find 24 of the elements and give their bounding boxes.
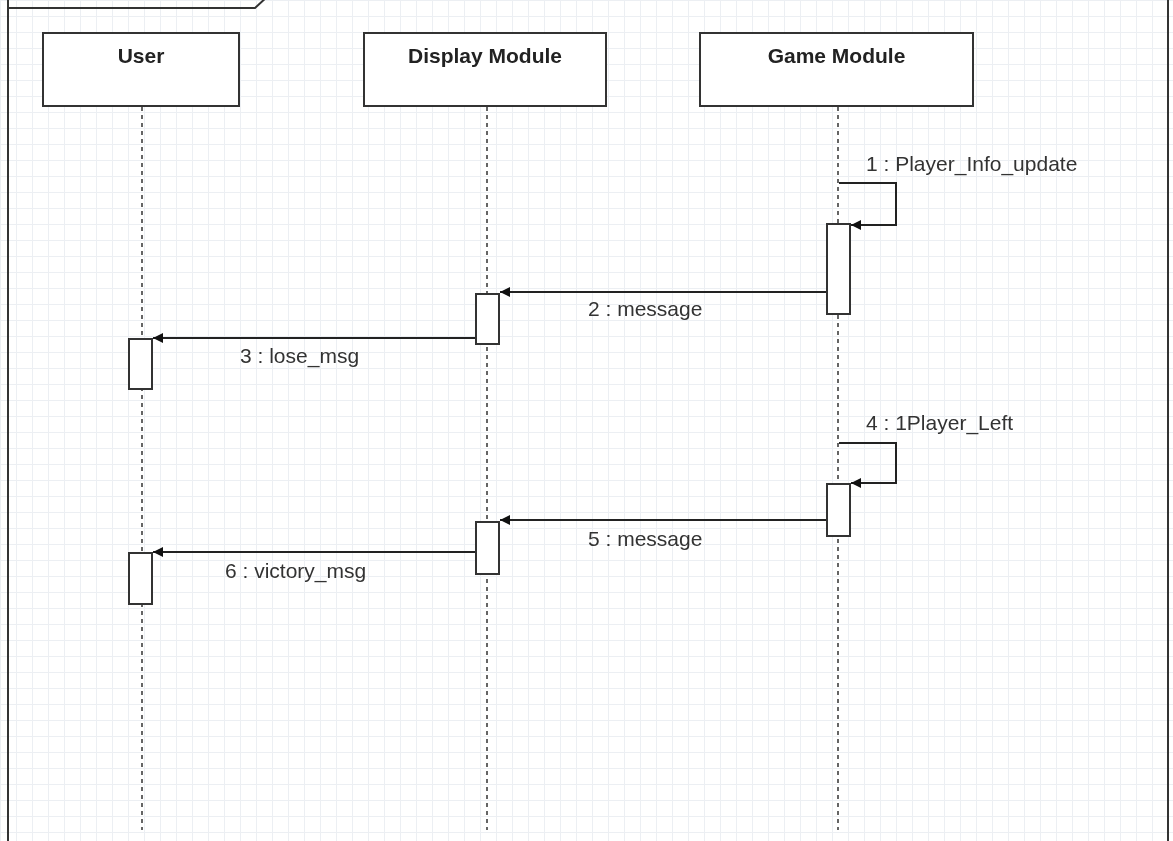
- lifeline-head-box: [363, 32, 607, 107]
- activation-bar: [475, 293, 500, 345]
- activation-bar: [826, 223, 851, 315]
- message-arrow: [152, 333, 476, 343]
- participant-name: Game Module: [767, 44, 906, 68]
- message-label: 5 : message: [588, 527, 703, 551]
- activation-bar: [128, 338, 153, 390]
- activation-bar: [475, 521, 500, 575]
- activation-bar: [826, 483, 851, 537]
- message-arrow: [499, 287, 827, 297]
- lifeline-head-box: [699, 32, 974, 107]
- message-label: 4 : 1Player_Left: [866, 411, 1014, 435]
- message-label: 3 : lose_msg: [240, 344, 360, 368]
- message-label: 1 : Player_Info_update: [866, 152, 1078, 176]
- participant-name: Display Module: [408, 44, 562, 68]
- message-arrow: [152, 547, 476, 557]
- activation-bar: [128, 552, 153, 605]
- message-label: 2 : message: [588, 297, 703, 321]
- lifeline-head-box: [42, 32, 240, 107]
- message-label: 6 : victory_msg: [225, 559, 367, 583]
- self-message-arrow: [838, 442, 897, 488]
- message-arrow: [499, 515, 827, 525]
- self-message-arrow: [838, 182, 897, 230]
- participant-name: User: [117, 44, 165, 68]
